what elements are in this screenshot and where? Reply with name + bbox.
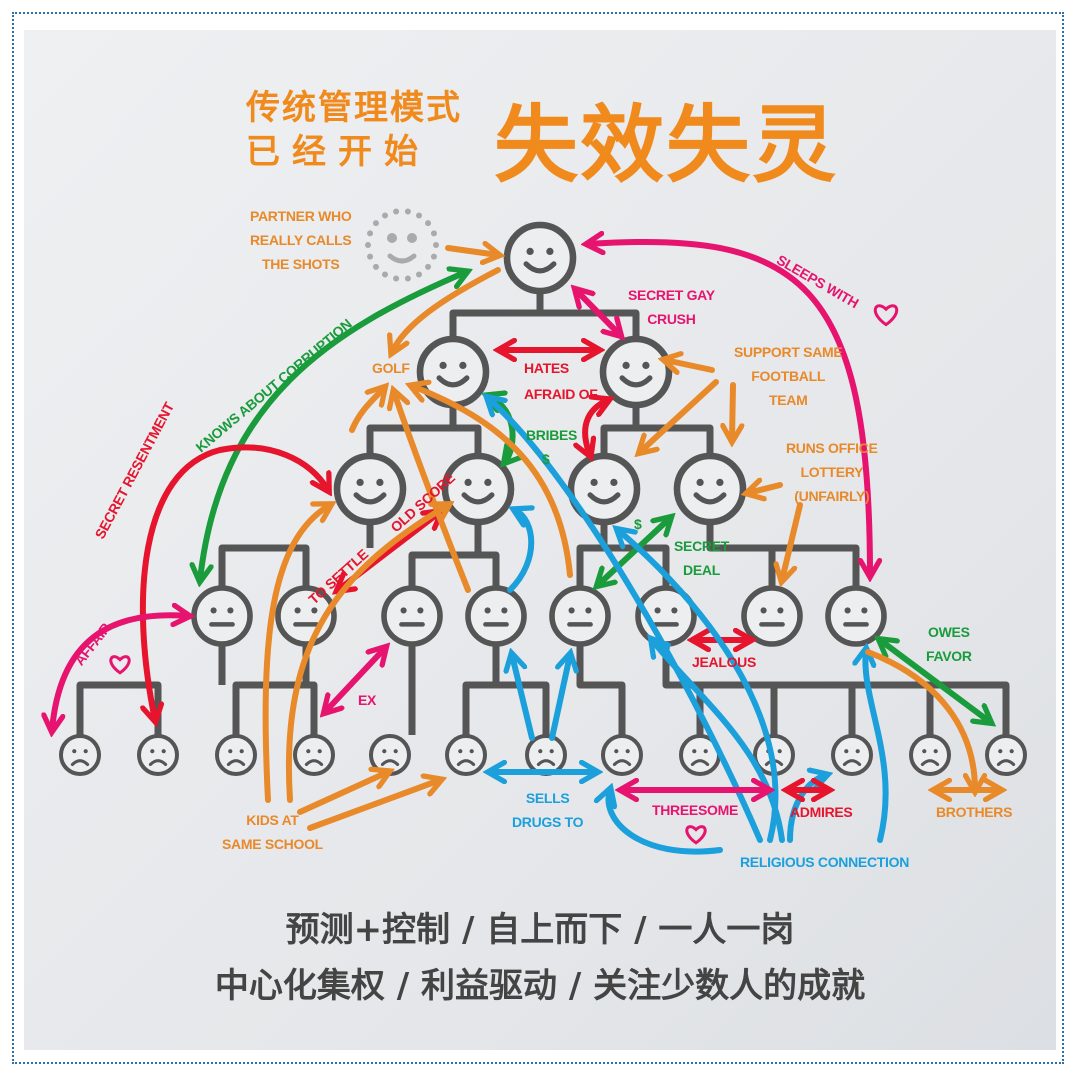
connector-line <box>462 644 550 735</box>
religious-arrow-4 <box>608 790 723 855</box>
title-line-1: 传统管理模式 <box>246 88 462 128</box>
lottery-arrow-2 <box>782 502 803 580</box>
face-manager <box>549 585 611 647</box>
face-employee <box>909 734 951 776</box>
brothers-arrow-curve <box>865 649 975 790</box>
label-religious-connection: RELIGIOUS CONNECTION <box>740 854 910 870</box>
face-employee <box>831 734 873 776</box>
face-executive <box>599 335 673 409</box>
heart-icon <box>873 304 899 327</box>
face-manager <box>381 585 443 647</box>
partner-ghost-face <box>365 208 439 282</box>
face-employee <box>601 734 643 776</box>
heart-icon <box>685 825 707 845</box>
religious-arrow-5 <box>865 650 889 843</box>
heart-icon <box>109 655 131 675</box>
face-employee <box>525 734 567 776</box>
football-arrow-3 <box>732 382 733 440</box>
face-employee <box>445 734 487 776</box>
kids-arrow-4 <box>307 780 440 831</box>
face-employee <box>59 734 101 776</box>
afraid-of-arrow <box>585 400 608 455</box>
face-manager <box>825 585 887 647</box>
label-bribes: BRIBES <box>526 427 578 443</box>
connector-line <box>576 644 626 735</box>
title-emphasis: 失效失灵 <box>494 96 839 194</box>
golf-arrow-up-1 <box>349 388 384 433</box>
connector-line <box>600 405 714 456</box>
gay-crush-arrow <box>576 290 620 335</box>
sleeps-with-arrow <box>588 242 870 575</box>
label-secret-deal-dollar: $ <box>634 516 642 532</box>
football-arrow-2 <box>640 379 719 452</box>
dotted-frame <box>12 12 1064 1064</box>
label-golf: GOLF <box>372 360 410 376</box>
drugs-arrow-up-1 <box>512 655 535 741</box>
label-brothers: BROTHERS <box>936 804 1013 820</box>
connector-line <box>232 644 318 735</box>
label-afraid-of: AFRAID OF <box>524 386 598 402</box>
kids-arrow-1 <box>262 505 330 803</box>
face-employee <box>215 734 257 776</box>
golf-arrow-long <box>412 386 573 578</box>
religious-arrow-3 <box>652 640 785 843</box>
footer-line-1: 预测+控制 / 自上而下 / 一人一岗 <box>285 910 795 950</box>
football-arrow-1 <box>665 360 715 370</box>
connector-line <box>449 291 640 339</box>
blue-arrow-director <box>507 510 531 593</box>
affair-arrow <box>52 615 188 730</box>
face-ceo <box>503 221 577 295</box>
lottery-arrow-1 <box>748 485 783 493</box>
face-employee <box>293 734 335 776</box>
face-employee <box>369 734 411 776</box>
label-ex: EX <box>358 692 377 708</box>
face-manager <box>741 585 803 647</box>
face-director <box>441 452 515 526</box>
label-hates: HATES <box>524 360 569 376</box>
label-threesome: THREESOME <box>652 802 738 818</box>
connector-line <box>408 644 416 735</box>
kids-arrow-2 <box>286 505 448 803</box>
face-employee <box>137 734 179 776</box>
title-line-2: 已经开始 <box>246 132 430 172</box>
kids-arrow-3 <box>297 772 388 815</box>
religious-arrow-2 <box>618 530 779 843</box>
drugs-arrow-up-2 <box>549 655 570 741</box>
face-manager <box>465 585 527 647</box>
connector-line <box>366 405 482 456</box>
footer-line-2: 中心化集权 / 利益驱动 / 关注少数人的成就 <box>214 966 866 1006</box>
secret-deal-arrow <box>598 518 670 585</box>
face-director <box>333 452 407 526</box>
owes-favor-arrow <box>880 640 990 722</box>
face-manager <box>191 585 253 647</box>
partner-arrow <box>445 248 498 255</box>
label-jealous: JEALOUS <box>692 654 757 670</box>
label-bribes-dollar: $ <box>542 451 550 467</box>
face-director <box>673 452 747 526</box>
relationship-arrows <box>52 242 1000 855</box>
ex-arrow <box>325 648 385 712</box>
label-admires: ADMIRES <box>790 804 853 820</box>
golf-arrow-up-2 <box>394 392 471 593</box>
face-employee <box>985 734 1027 776</box>
